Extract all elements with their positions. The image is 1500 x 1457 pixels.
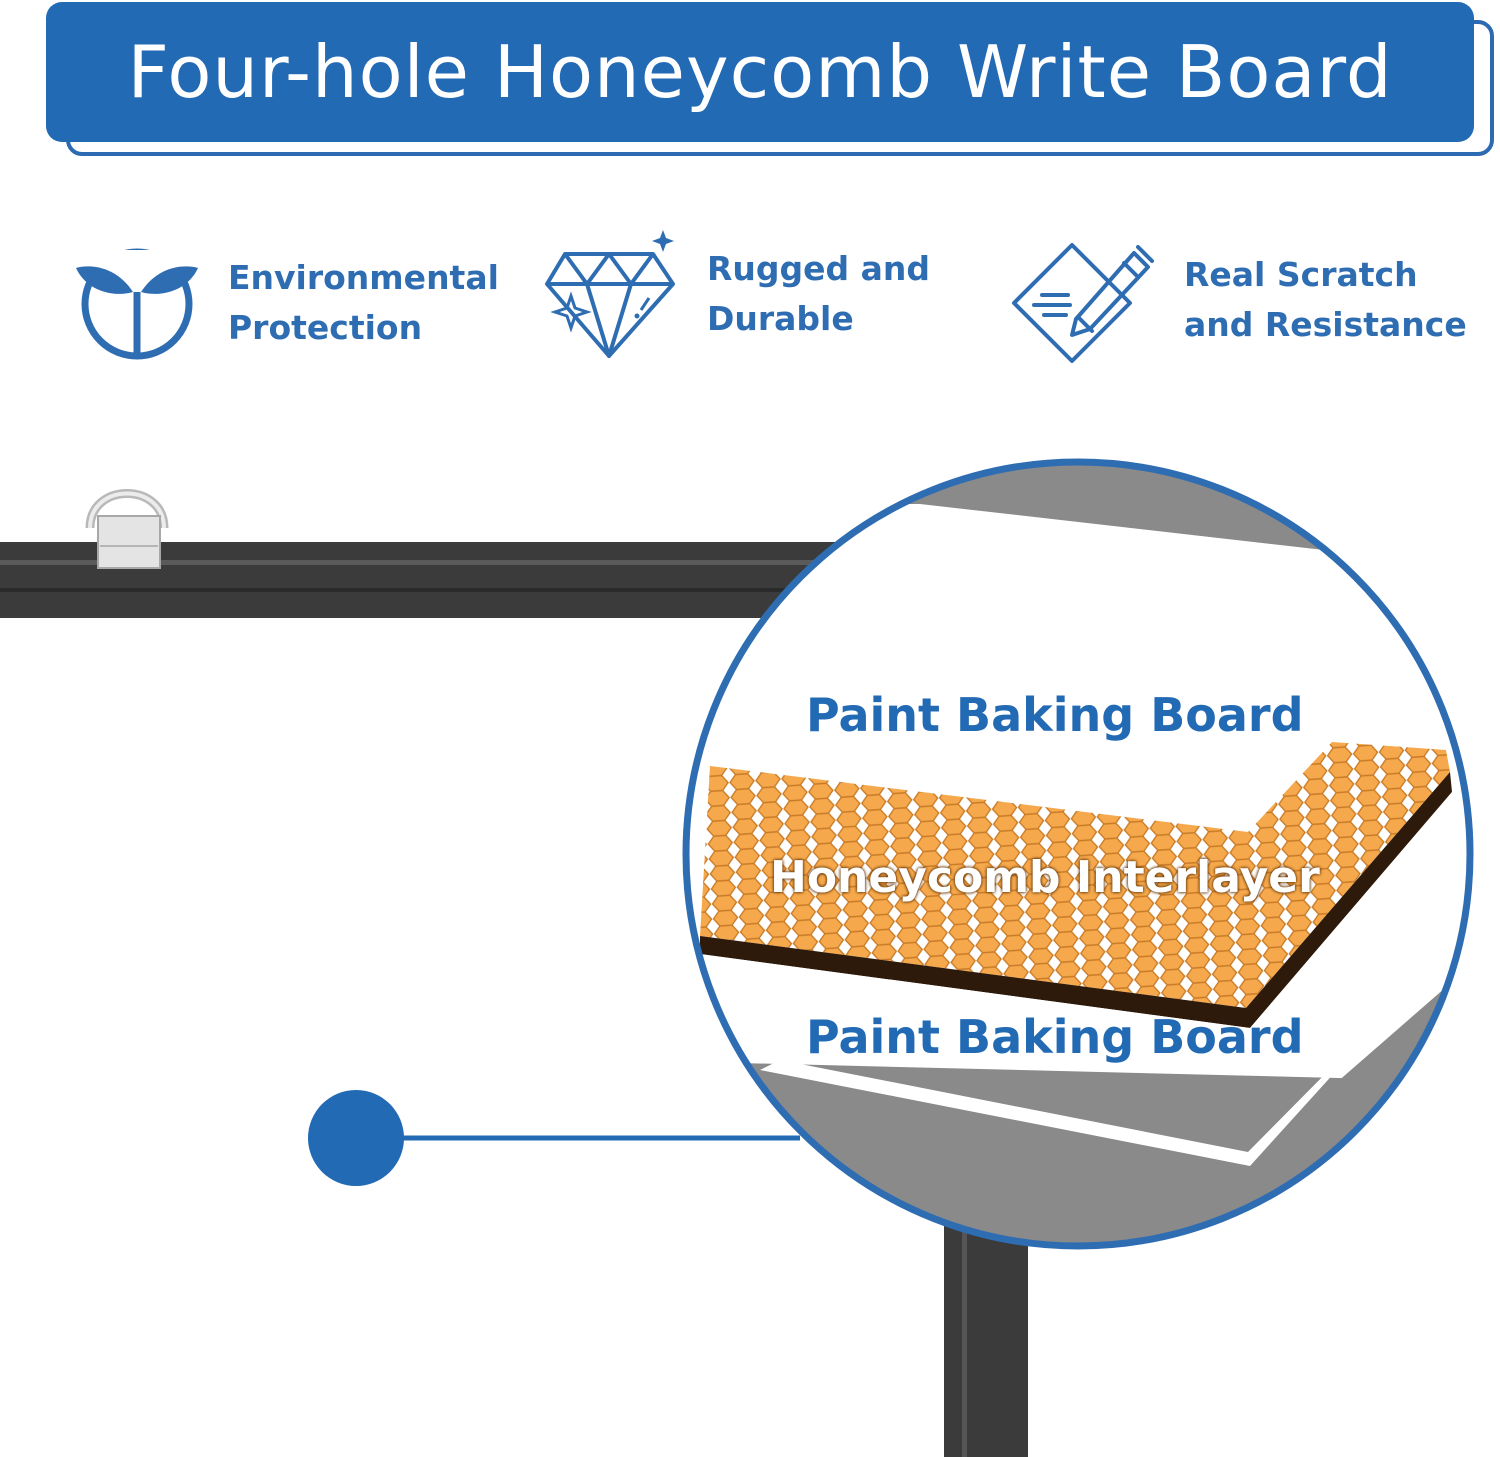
page-title: Four-hole Honeycomb Write Board: [127, 30, 1393, 114]
board-illustration: [0, 458, 1474, 1457]
pointer-dot: [308, 1090, 404, 1186]
layer-label-middle: Honeycomb Interlayer: [770, 852, 1320, 903]
hanging-clip: [85, 489, 169, 569]
feature-environmental: Environmental Protection: [76, 246, 499, 360]
feature-line2: Durable: [707, 299, 854, 338]
feature-text-scratch: Real Scratch and Resistance: [1184, 250, 1467, 350]
feature-line1: Environmental: [228, 258, 499, 297]
feature-text-rugged: Rugged and Durable: [707, 244, 930, 344]
feature-line1: Rugged and: [707, 249, 931, 288]
title-banner: Four-hole Honeycomb Write Board: [46, 2, 1474, 142]
feature-line2: Protection: [228, 308, 423, 347]
board-frame-side: [944, 1210, 1028, 1457]
feature-scratch: Real Scratch and Resistance: [1010, 233, 1467, 367]
layer-label-bottom: Paint Baking Board: [806, 1010, 1304, 1064]
feature-line1: Real Scratch: [1184, 255, 1418, 294]
feature-text-environmental: Environmental Protection: [228, 253, 499, 353]
feature-line2: and Resistance: [1184, 305, 1467, 344]
diamond-icon: [545, 230, 675, 358]
sprout-icon: [76, 248, 198, 360]
feature-rugged: Rugged and Durable: [545, 228, 930, 360]
layer-label-top: Paint Baking Board: [806, 688, 1304, 742]
honeycomb-layer: [700, 742, 1450, 1008]
pen-scratch-icon: [1012, 243, 1154, 363]
